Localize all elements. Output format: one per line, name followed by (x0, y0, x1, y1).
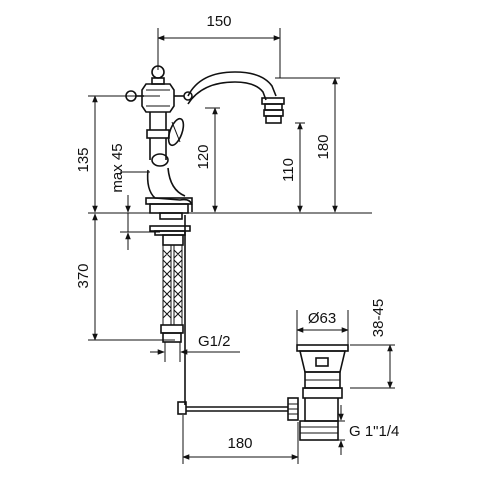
pop-up-rod (177, 215, 288, 415)
braided-hose (160, 244, 184, 343)
dim-hose-length: 370 (75, 263, 92, 288)
dimension-lines (92, 35, 393, 460)
dim-waste-diameter: Ø63 (308, 310, 336, 327)
dim-total-height: 180 (315, 134, 332, 159)
dim-spout-reach: 150 (206, 13, 231, 30)
dim-waste-rod-reach: 180 (227, 435, 252, 452)
dim-max-deck-thickness: max 45 (109, 143, 126, 192)
dim-handle-height: 120 (195, 144, 212, 169)
waste-assembly (287, 344, 349, 441)
extension-lines (88, 28, 395, 464)
dim-height-above-deck: 135 (75, 147, 92, 172)
dim-inlet-thread: G1/2 (198, 333, 231, 350)
mounting-assembly (149, 212, 191, 246)
dim-spout-outlet-height: 110 (280, 158, 297, 182)
dim-waste-height-range: 38-45 (370, 299, 387, 337)
faucet-spout (187, 71, 285, 124)
faucet-body (125, 65, 193, 214)
dim-waste-thread: G 1"1/4 (349, 423, 399, 440)
